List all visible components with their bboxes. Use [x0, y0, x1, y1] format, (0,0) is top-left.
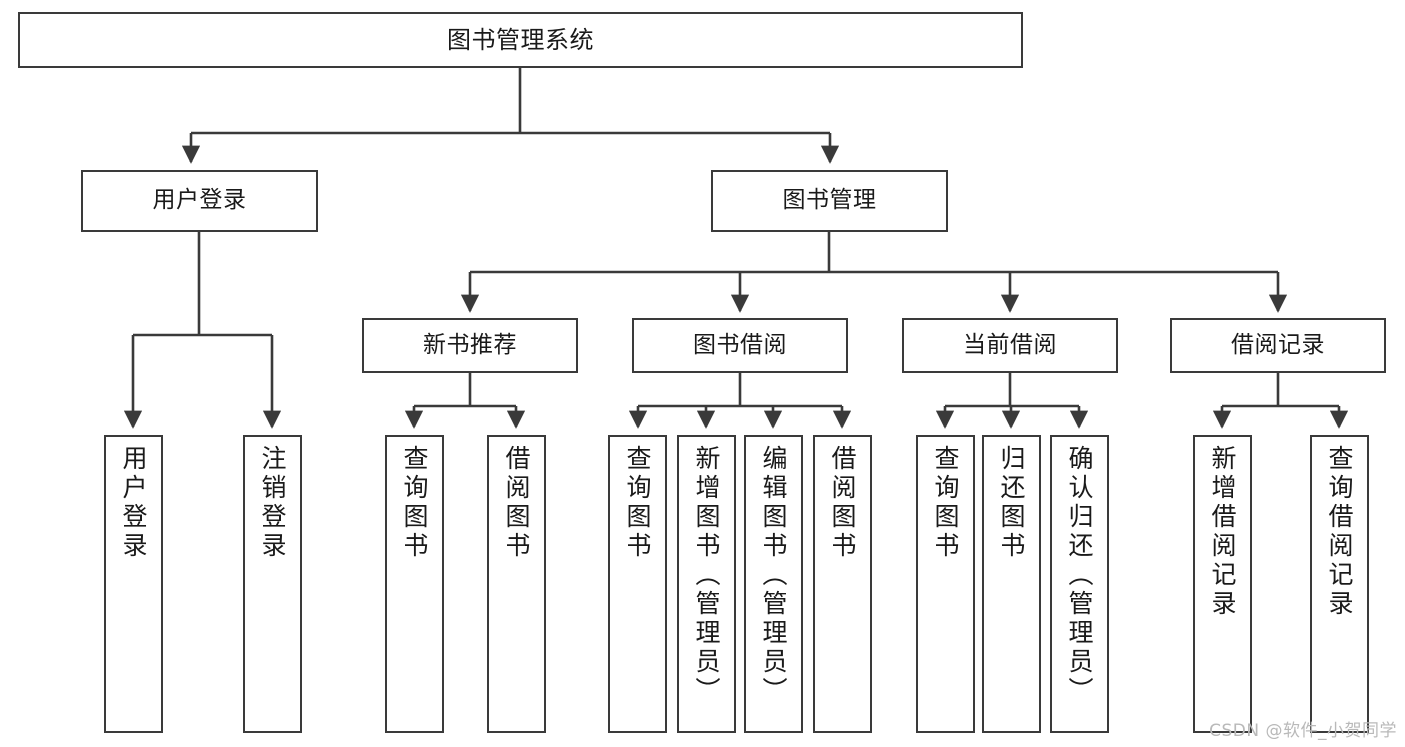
leaf-query-book-2-label: 查询图书 [623, 445, 652, 561]
node-borrow-record[interactable]: 借阅记录 [1170, 318, 1386, 373]
leaf-edit-book-label: 编辑图书（管理员） [759, 445, 788, 706]
node-user-login-label: 用户登录 [152, 187, 247, 214]
leaf-return-book[interactable]: 归还图书 [982, 435, 1041, 733]
node-root-label: 图书管理系统 [447, 25, 594, 54]
leaf-add-borrow-record-label: 新增借阅记录 [1208, 445, 1237, 619]
node-book-manage-label: 图书管理 [782, 187, 877, 214]
node-new-book-recommend[interactable]: 新书推荐 [362, 318, 578, 373]
leaf-query-borrow-record[interactable]: 查询借阅记录 [1310, 435, 1369, 733]
leaf-query-book-3-label: 查询图书 [931, 445, 960, 561]
leaf-query-book-1-label: 查询图书 [400, 445, 429, 561]
csdn-watermark: CSDN @软件_小贺同学 [1209, 721, 1397, 741]
leaf-confirm-return-label: 确认归还（管理员） [1065, 445, 1094, 706]
node-book-borrow-label: 图书借阅 [693, 331, 787, 358]
leaf-user-logout[interactable]: 注销登录 [243, 435, 302, 733]
node-root[interactable]: 图书管理系统 [18, 12, 1023, 68]
leaf-query-borrow-record-label: 查询借阅记录 [1325, 445, 1354, 619]
leaf-query-book-3[interactable]: 查询图书 [916, 435, 975, 733]
leaf-borrow-book-2[interactable]: 借阅图书 [813, 435, 872, 733]
leaf-query-book-2[interactable]: 查询图书 [608, 435, 667, 733]
node-current-borrow[interactable]: 当前借阅 [902, 318, 1118, 373]
leaf-add-book[interactable]: 新增图书（管理员） [677, 435, 736, 733]
node-book-manage[interactable]: 图书管理 [711, 170, 948, 232]
leaf-add-book-label: 新增图书（管理员） [692, 445, 721, 706]
leaf-borrow-book-1[interactable]: 借阅图书 [487, 435, 546, 733]
leaf-edit-book[interactable]: 编辑图书（管理员） [744, 435, 803, 733]
leaf-add-borrow-record[interactable]: 新增借阅记录 [1193, 435, 1252, 733]
leaf-confirm-return[interactable]: 确认归还（管理员） [1050, 435, 1109, 733]
leaf-user-logout-label: 注销登录 [258, 445, 287, 561]
leaf-user-login[interactable]: 用户登录 [104, 435, 163, 733]
leaf-query-book-1[interactable]: 查询图书 [385, 435, 444, 733]
node-current-borrow-label: 当前借阅 [963, 331, 1057, 358]
leaf-return-book-label: 归还图书 [997, 445, 1026, 561]
node-borrow-record-label: 借阅记录 [1231, 331, 1325, 358]
leaf-user-login-label: 用户登录 [119, 445, 148, 561]
node-book-borrow[interactable]: 图书借阅 [632, 318, 848, 373]
leaf-borrow-book-1-label: 借阅图书 [502, 445, 531, 561]
leaf-borrow-book-2-label: 借阅图书 [828, 445, 857, 561]
node-user-login[interactable]: 用户登录 [81, 170, 318, 232]
node-new-book-recommend-label: 新书推荐 [423, 331, 517, 358]
